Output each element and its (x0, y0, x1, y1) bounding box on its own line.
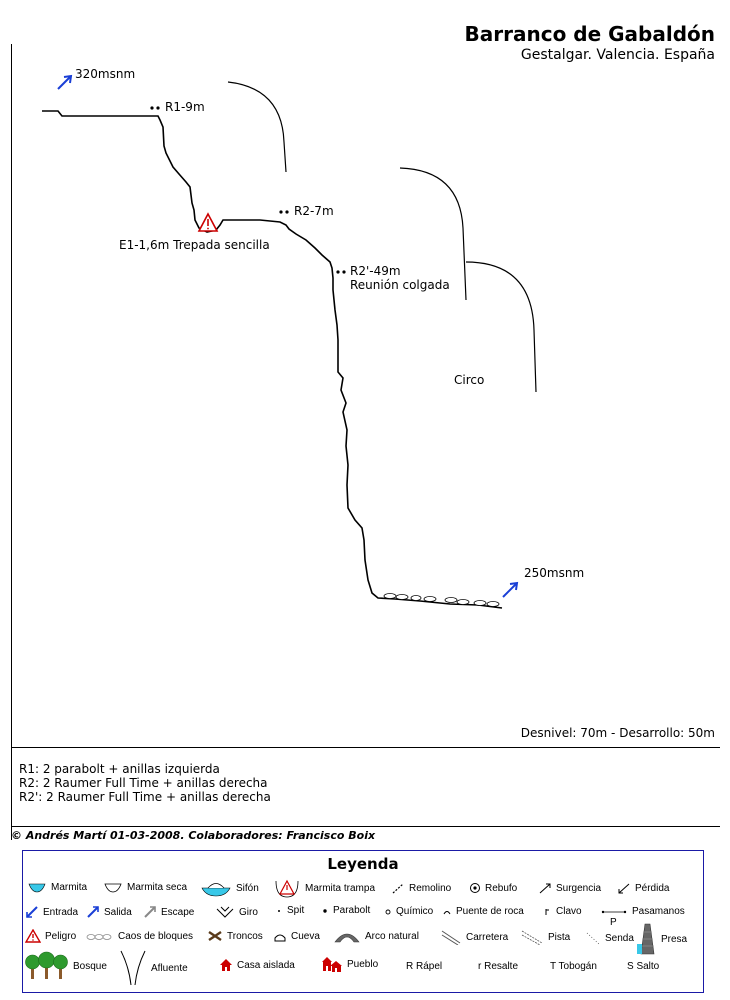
e1-label: E1-1,6m Trepada sencilla (119, 238, 270, 252)
legend-item-marmita-seca: Marmita seca (103, 881, 187, 893)
r1-label: R1-9m (165, 100, 205, 114)
quimico-icon (385, 909, 391, 914)
legend-item-escape: Escape (143, 905, 194, 919)
legend-item-cueva: Cueva (273, 931, 320, 942)
legend-item-perdida: Pérdida (617, 882, 669, 894)
cueva-icon (274, 934, 286, 941)
legend-item-troncos: Troncos (207, 930, 263, 942)
senda-icon (586, 932, 600, 945)
salida-arrow-icon (502, 581, 519, 598)
surgencia-icon (539, 883, 551, 894)
clavo-icon (545, 908, 549, 915)
anchor-r2-icon (279, 210, 289, 214)
circo-label: Circo (454, 373, 485, 387)
peligro-marker-icon (197, 212, 219, 232)
anchor-r1-icon (150, 106, 160, 110)
legend-title: Leyenda (327, 855, 399, 873)
note-line: R1: 2 parabolt + anillas izquierda (19, 762, 220, 776)
legend-item-peligro: Peligro (25, 929, 76, 943)
boulder-chaos (383, 593, 500, 607)
salida-icon (87, 906, 99, 918)
legend-item-tobogan: T Tobogán (550, 961, 597, 972)
credit-line: © Andrés Martí 01-03-2008. Colaboradores… (11, 829, 376, 842)
page-subtitle: Gestalgar. Valencia. España (520, 47, 715, 63)
pasamanos-p-label: P (610, 917, 617, 928)
wall-line-3 (465, 261, 537, 393)
peligro-icon (25, 929, 41, 943)
legend-item-entrada: Entrada (25, 905, 78, 919)
marmita-seca-icon (104, 883, 122, 893)
marmita-trampa-icon (275, 879, 299, 898)
legend-item-pasamanos: Pasamanos (600, 906, 685, 917)
casa-aislada-icon (220, 959, 232, 971)
canyon-profile-line (42, 110, 503, 609)
note-line: R2': 2 Raumer Full Time + anillas derech… (19, 790, 271, 804)
afluente-icon (120, 950, 146, 986)
exit-altitude-label: 250msnm (524, 566, 585, 580)
pueblo-icon (322, 957, 342, 972)
summary-label: Desnivel: 70m - Desarrollo: 50m (520, 726, 715, 740)
r2-label: R2-7m (294, 204, 334, 218)
anchor-notes: R1: 2 parabolt + anillas izquierda R2: 2… (19, 762, 271, 804)
legend-box: Leyenda Marmita Marmita seca Sifón Marmi… (22, 850, 704, 993)
arco-natural-icon (334, 933, 360, 943)
legend-item-marmita: Marmita (27, 881, 87, 893)
note-line: R2: 2 Raumer Full Time + anillas derecha (19, 776, 268, 790)
wall-line-2 (399, 167, 467, 301)
legend-item-marmita-trampa: Marmita trampa (273, 878, 375, 898)
legend-item-pueblo: Pueblo (321, 955, 378, 973)
puente-de-roca-icon (443, 910, 451, 914)
legend-item-senda: Senda (585, 931, 634, 945)
legend-item-arco-natural: Arco natural (333, 929, 419, 943)
r2b-label: R2'-49m (350, 264, 401, 278)
carretera-icon (441, 930, 461, 945)
legend-item-quimico: Químico (384, 906, 433, 917)
legend-item-salto: S Salto (627, 961, 660, 972)
perdida-icon (618, 883, 630, 894)
legend-item-parabolt: Parabolt (321, 905, 370, 916)
escape-icon (144, 906, 156, 918)
entrada-arrow-icon (57, 74, 73, 90)
caos-de-bloques-icon (86, 933, 112, 940)
presa-icon (637, 923, 655, 955)
legend-item-clavo: Clavo (542, 906, 582, 917)
bosque-icon (25, 951, 68, 979)
legend-item-afluente: Afluente (119, 949, 188, 987)
canyon-topo-drawing (11, 44, 720, 840)
legend-item-giro: Giro (215, 905, 258, 919)
legend-item-salida: Salida (86, 905, 132, 919)
legend-item-sifon: Sifón (200, 879, 259, 897)
parabolt-icon (323, 908, 327, 913)
sifon-icon (201, 883, 231, 897)
legend-item-presa: Presa (637, 922, 687, 956)
legend-item-spit: Spit (275, 905, 304, 916)
legend-item-bosque: Bosque (25, 951, 107, 981)
wall-line-1 (227, 81, 287, 173)
r2b-note-label: Reunión colgada (350, 278, 450, 292)
legend-item-resalte: r Resalte (478, 961, 519, 972)
page-title: Barranco de Gabaldón (464, 22, 715, 46)
legend-item-carretera: Carretera (440, 929, 508, 945)
marmita-icon (28, 883, 46, 893)
entry-altitude-label: 320msnm (75, 67, 136, 81)
legend-item-puente-de-roca: Puente de roca (442, 906, 524, 917)
legend-item-caos-de-bloques: Caos de bloques (86, 931, 193, 942)
legend-item-rebufo: Rebufo (469, 882, 517, 894)
legend-item-rapel: R Rápel (406, 961, 443, 972)
anchor-r2b-icon (336, 270, 346, 274)
legend-item-remolino: Remolino (391, 882, 451, 894)
pista-icon (521, 930, 543, 945)
rebufo-icon (470, 883, 480, 893)
pasamanos-icon (601, 910, 627, 913)
troncos-icon (208, 931, 222, 941)
spit-icon (278, 909, 280, 912)
legend-item-pista: Pista (520, 929, 570, 945)
entrada-icon (26, 906, 38, 918)
legend-item-surgencia: Surgencia (538, 882, 601, 894)
remolino-icon (392, 883, 404, 894)
legend-item-casa-aislada: Casa aislada (219, 958, 295, 972)
giro-icon (216, 906, 234, 918)
